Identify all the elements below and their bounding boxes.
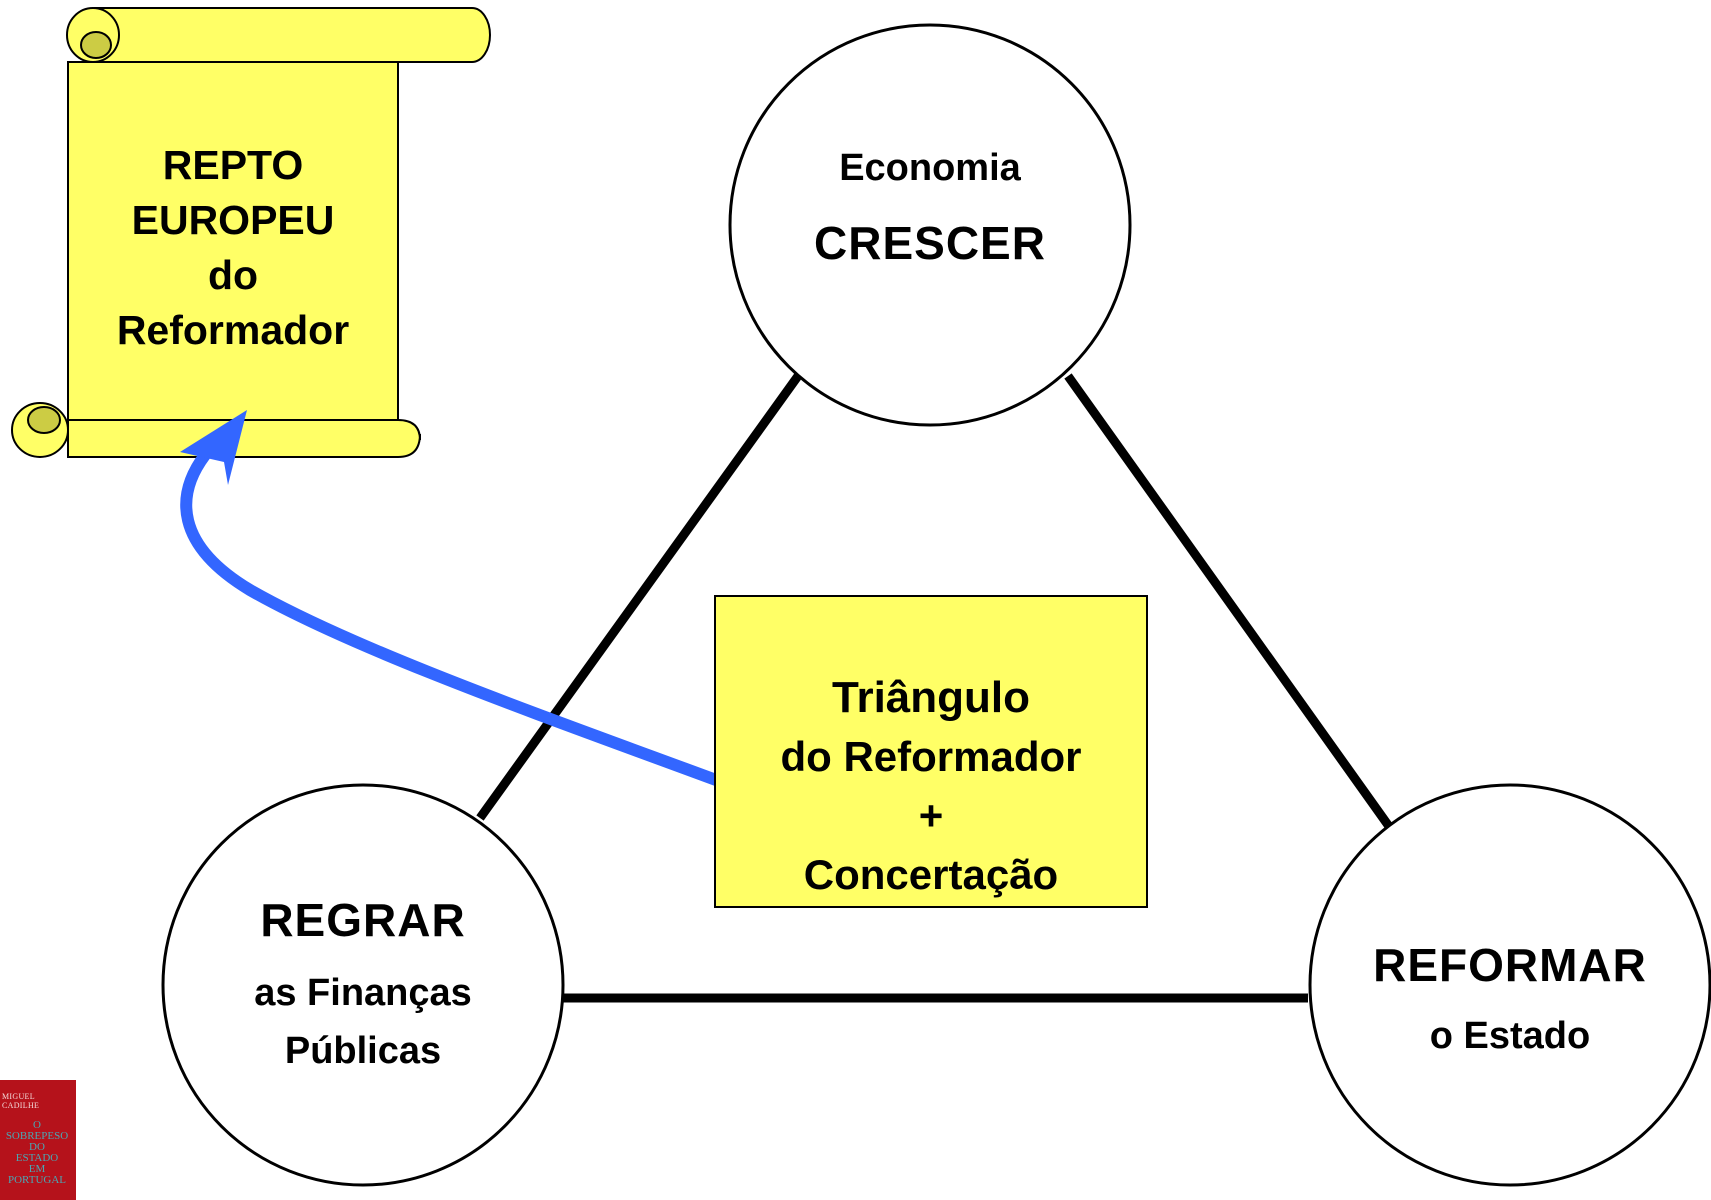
book-title-line-4: ESTADO xyxy=(15,1152,59,1164)
economia-label: Economia xyxy=(839,147,1021,189)
book-author-last: CADILHE xyxy=(2,1101,40,1110)
scroll-line-europeu: EUROPEU xyxy=(131,197,335,243)
scroll-text: REPTO EUROPEU do Reformador xyxy=(68,138,398,358)
book-title-line-2: SOBREPESO xyxy=(5,1130,69,1142)
scroll-shape xyxy=(11,7,491,458)
curved-arrow-icon xyxy=(180,410,719,786)
book-author-first: MIGUEL xyxy=(2,1092,35,1101)
center-box xyxy=(714,595,1148,908)
scroll-line-repto: REPTO xyxy=(162,142,304,188)
book-title: O SOBREPESO DO ESTADO EM PORTUGAL xyxy=(0,1120,74,1186)
plus-label: + xyxy=(918,792,944,839)
regrar-label: REGRAR xyxy=(260,894,466,946)
crescer-label: CRESCER xyxy=(814,217,1046,269)
book-title-line-3: DO xyxy=(29,1141,45,1153)
circle-reformar xyxy=(1308,783,1711,1187)
scroll-line-do: do xyxy=(207,252,259,298)
edge-top-right xyxy=(1064,373,1397,835)
center-box-text: Triângulo do Reformador + Concertação xyxy=(715,668,1147,904)
circle-economia xyxy=(728,23,1132,427)
scroll-line-reformador: Reformador xyxy=(116,307,350,353)
financas-label: as Finanças xyxy=(254,972,472,1014)
triangulo-label: Triângulo xyxy=(832,673,1030,722)
book-title-line-6: PORTUGAL xyxy=(7,1174,66,1186)
publicas-label: Públicas xyxy=(284,1030,442,1072)
edge-top-left xyxy=(476,373,802,821)
book-author: MIGUEL CADILHE xyxy=(2,1092,39,1110)
book-title-line-1: O xyxy=(33,1119,41,1131)
circle-regrar xyxy=(161,783,565,1187)
estado-label: o Estado xyxy=(1429,1015,1591,1057)
book-title-line-5: EM xyxy=(28,1163,46,1175)
do-reformador-label: do Reformador xyxy=(780,733,1082,780)
reformar-label: REFORMAR xyxy=(1373,939,1647,991)
book-cover-image: MIGUEL CADILHE O SOBREPESO DO ESTADO EM … xyxy=(0,1080,76,1200)
concertacao-label: Concertação xyxy=(803,851,1059,898)
